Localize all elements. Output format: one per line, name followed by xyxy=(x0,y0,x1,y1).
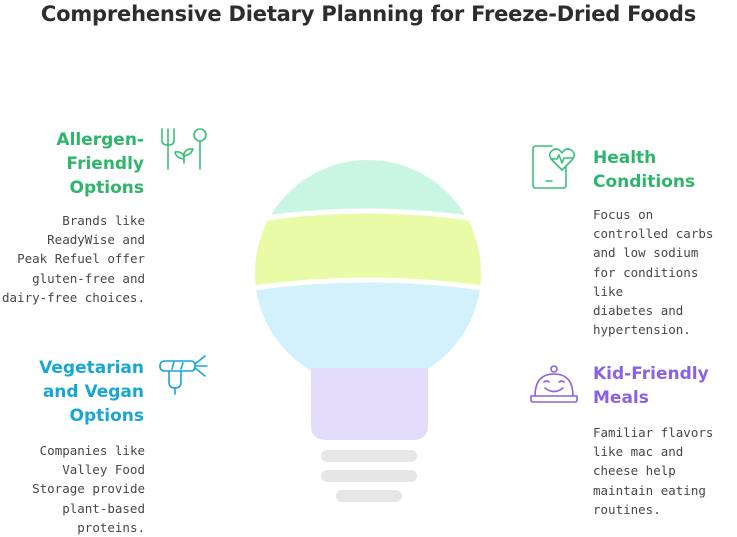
kid-description: Familiar flavors like mac and cheese hel… xyxy=(593,423,733,519)
allergen-heading: Allergen- Friendly Options xyxy=(20,128,144,200)
vegetarian-description-line: Companies like xyxy=(39,443,145,458)
bulb-neck xyxy=(311,368,428,440)
heart-rate-tablet-icon xyxy=(532,145,576,189)
vegetarian-heading: Vegetarian and Vegan Options xyxy=(10,356,144,428)
vegetarian-description-line: Storage provide xyxy=(32,481,145,497)
kid-description-line: Familiar flavors xyxy=(593,425,714,440)
allergen-description-line: dairy-free choices. xyxy=(2,289,145,305)
health-heading-line: Health xyxy=(593,148,657,168)
allergen-heading-line: Allergen- xyxy=(56,130,144,150)
health-description-line: diabetes and xyxy=(593,303,684,319)
health-description-line: and low sodium xyxy=(593,245,699,261)
health-heading-line: Conditions xyxy=(593,172,696,192)
vegetarian-description: Companies like Valley Food Storage provi… xyxy=(0,441,145,537)
vegetarian-description-line: proteins. xyxy=(77,519,145,535)
kid-heading-line: Meals xyxy=(593,388,649,408)
kid-description-line: like mac and xyxy=(593,444,684,460)
vegetarian-description-line: Valley Food xyxy=(62,462,145,478)
allergen-heading-line: Friendly xyxy=(66,154,144,174)
health-description-line: Focus on xyxy=(593,207,654,222)
health-description: Focus on controlled carbs and low sodium… xyxy=(593,205,733,339)
health-description-line: hypertension. xyxy=(593,322,691,338)
kid-description-line: routines. xyxy=(593,501,661,517)
vegetarian-heading-line: Vegetarian xyxy=(39,358,144,378)
vegetarian-heading-line: and Vegan xyxy=(42,382,144,402)
bulb-base-ring-2 xyxy=(321,470,417,482)
allergen-description-line: ReadyWise and xyxy=(47,232,145,248)
bulb-base-ring-1 xyxy=(321,450,417,462)
allergen-description: Brands like ReadyWise and Peak Refuel of… xyxy=(0,211,145,307)
allergen-description-line: gluten-free and xyxy=(32,270,145,286)
bulb-base-ring-3 xyxy=(336,490,402,502)
kid-description-line: maintain eating xyxy=(593,482,706,498)
page-title: Comprehensive Dietary Planning for Freez… xyxy=(40,2,697,26)
smiling-cloche-icon xyxy=(530,365,578,403)
kid-heading: Kid-Friendly Meals xyxy=(593,362,733,410)
kid-description-line: cheese help xyxy=(593,463,676,479)
health-description-line: for conditions like xyxy=(593,264,699,299)
allergen-heading-line: Options xyxy=(69,178,144,198)
health-description-line: controlled carbs xyxy=(593,226,714,242)
allergen-description-line: Brands like xyxy=(62,213,145,228)
kid-heading-line: Kid-Friendly xyxy=(593,364,709,384)
carrot-icon xyxy=(159,355,208,395)
vegetarian-heading-line: Options xyxy=(69,406,144,426)
vegetarian-description-line: plant-based xyxy=(62,500,145,516)
allergen-description-line: Peak Refuel offer xyxy=(17,251,145,267)
utensils-leaf-icon xyxy=(161,128,207,170)
health-heading: Health Conditions xyxy=(593,146,733,194)
